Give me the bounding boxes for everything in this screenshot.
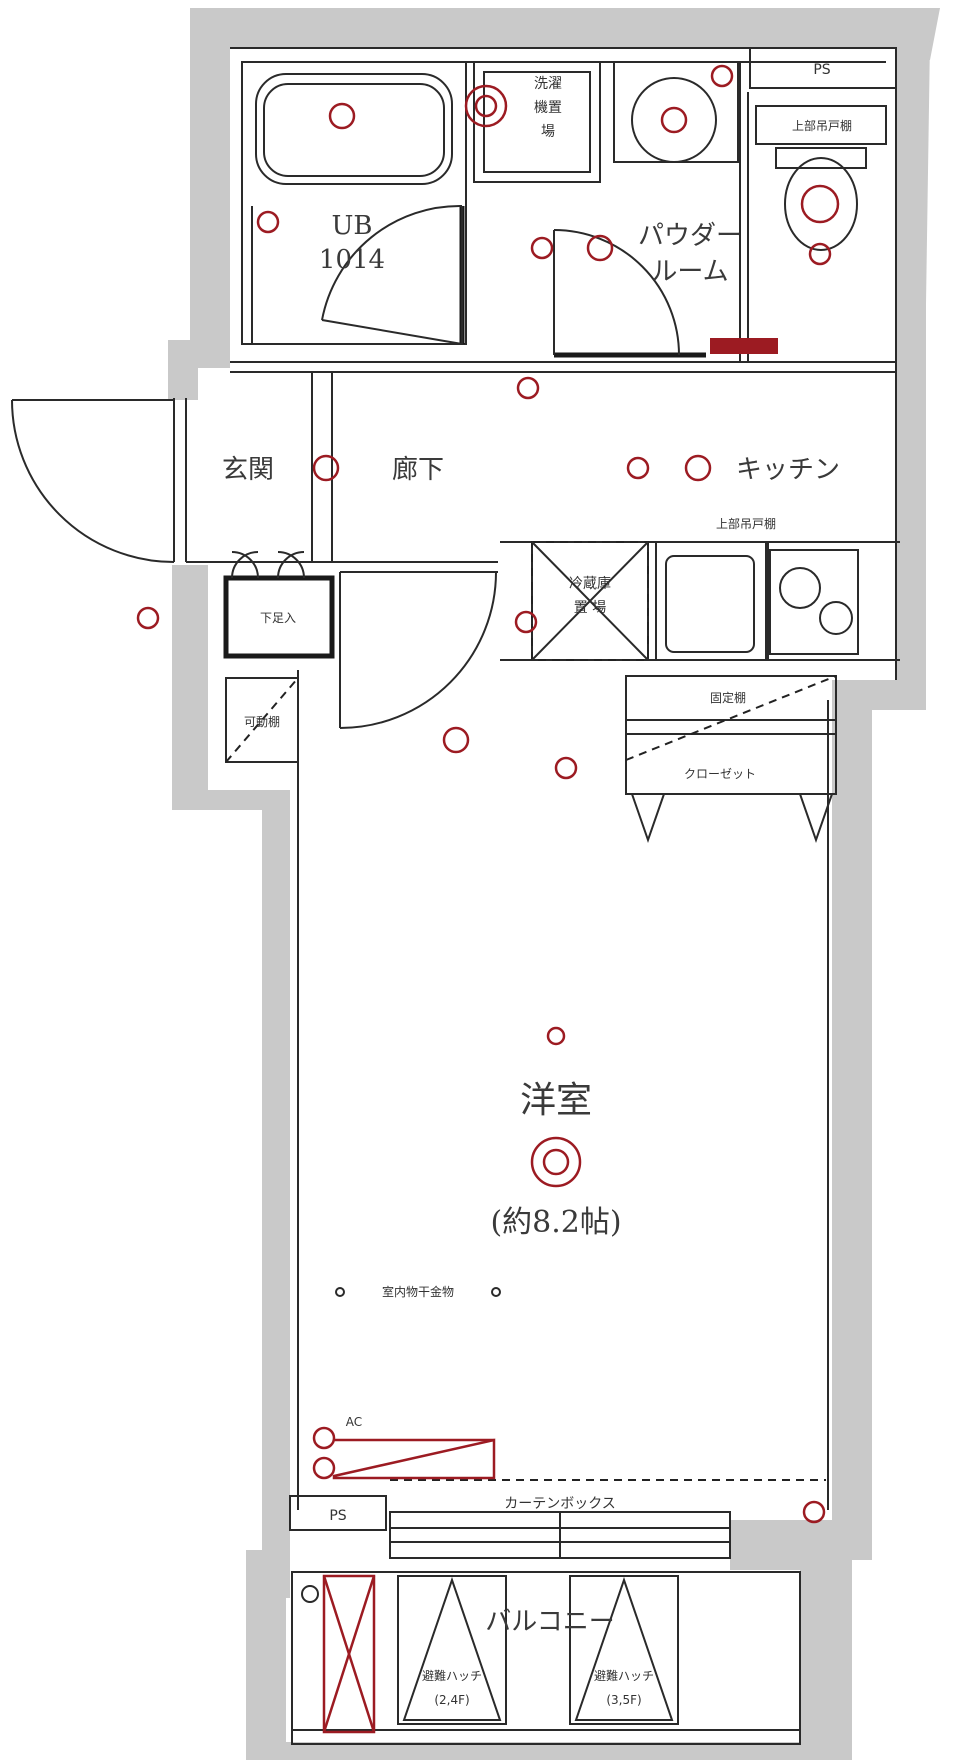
ub-label-1: UB	[331, 211, 372, 241]
movable-shelf-label: 可動棚	[244, 714, 280, 729]
washer-label-3: 場	[541, 124, 555, 140]
washer-label-1: 洗濯	[534, 76, 562, 92]
ub-label-2: 1014	[319, 245, 385, 275]
exterior-walls	[168, 8, 940, 1760]
entrance-label: 玄関	[222, 455, 274, 485]
doors	[11, 204, 833, 844]
kitchen-upper-cabinet-label: 上部吊戸棚	[716, 516, 776, 531]
ps-top-label: PS	[813, 62, 830, 78]
washer-label-2: 機置	[534, 100, 562, 116]
powder-room-label-1: パウダー	[638, 221, 742, 251]
fixture-labels: PS 洗濯 機置 場 上部吊戸棚 上部吊戸棚 下足入 可動棚 冷蔵庫 置 場 固…	[244, 62, 852, 1707]
fixtures	[322, 77, 867, 1734]
evac-hatch-1-label: 避難ハッチ	[422, 1668, 482, 1683]
evac-hatch-2-floors: (3,5F)	[606, 1693, 641, 1707]
western-room-size: (約8.2帖)	[490, 1205, 621, 1240]
kitchen-label: キッチン	[736, 455, 840, 485]
room-labels: UB 1014 パウダー ルーム 玄関 廊下 キッチン 洋室 (約8.2帖) バ…	[222, 211, 840, 1637]
powder-room-label-2: ルーム	[651, 257, 728, 287]
evac-hatch-1-floors: (2,4F)	[434, 1693, 469, 1707]
interior-walls	[173, 47, 900, 1745]
ps-bottom-label: PS	[329, 1508, 346, 1524]
closet-label: クローゼット	[684, 767, 756, 781]
curtain-box-label: カーテンボックス	[504, 1496, 616, 1512]
fridge-label-2: 置 場	[574, 600, 606, 616]
evac-hatch-2-label: 避難ハッチ	[594, 1668, 654, 1683]
balcony-label: バルコニー	[485, 1607, 614, 1637]
ac-label: AC	[346, 1415, 362, 1429]
fixed-shelf-label: 固定棚	[710, 690, 746, 705]
electrical-symbols	[136, 64, 840, 1603]
hallway-label: 廊下	[392, 455, 444, 485]
drying-hardware-label: 室内物干金物	[382, 1284, 454, 1299]
shoe-box-label: 下足入	[260, 611, 296, 625]
fridge-label-1: 冷蔵庫	[569, 575, 611, 592]
toilet-upper-cabinet-label: 上部吊戸棚	[792, 118, 852, 133]
western-room-label: 洋室	[520, 1080, 592, 1121]
